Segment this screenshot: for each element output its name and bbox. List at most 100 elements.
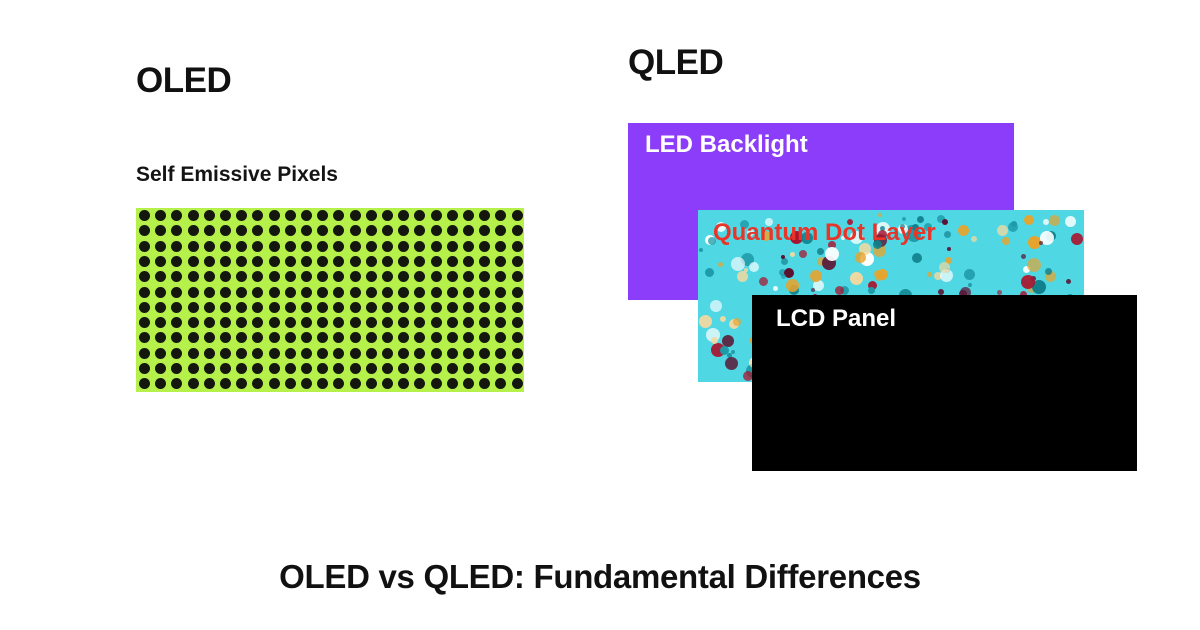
quantum-dot-particle — [710, 300, 722, 312]
oled-pixel — [139, 332, 150, 343]
oled-pixel — [220, 256, 231, 267]
oled-pixel — [236, 225, 247, 236]
quantum-dot-particle — [1021, 275, 1035, 289]
quantum-dot-particle — [765, 218, 773, 226]
quantum-dot-particle — [945, 257, 952, 264]
quantum-dot-particle — [699, 315, 712, 328]
quantum-dot-particle — [847, 219, 853, 225]
oled-pixel — [269, 271, 280, 282]
oled-pixel — [414, 225, 425, 236]
oled-pixel — [463, 241, 474, 252]
quantum-dot-particle — [1002, 237, 1010, 245]
oled-pixel — [188, 241, 199, 252]
quantum-dot-particle — [947, 247, 951, 251]
quantum-dot-particle — [835, 286, 844, 295]
oled-pixel — [398, 317, 409, 328]
oled-pixel — [204, 332, 215, 343]
oled-pixel-grid — [136, 208, 524, 392]
quantum-dot-particle — [813, 280, 824, 291]
oled-pixel — [431, 271, 442, 282]
oled-pixel — [463, 225, 474, 236]
oled-pixel — [188, 256, 199, 267]
oled-pixel — [382, 241, 393, 252]
quantum-dot-particle — [743, 371, 753, 381]
oled-pixel — [236, 378, 247, 389]
quantum-dot-particle — [1045, 271, 1056, 282]
oled-pixel — [382, 210, 393, 221]
quantum-dot-particle — [731, 350, 735, 354]
oled-pixel — [333, 302, 344, 313]
oled-pixel — [495, 271, 506, 282]
quantum-dot-particle — [784, 268, 794, 278]
oled-pixel — [512, 241, 523, 252]
quantum-dot-particle — [938, 289, 944, 295]
quantum-dot-particle — [912, 224, 919, 231]
quantum-dot-particle — [960, 287, 971, 298]
oled-pixel — [414, 241, 425, 252]
oled-pixel — [479, 363, 490, 374]
oled-pixel — [236, 271, 247, 282]
oled-pixel — [171, 287, 182, 298]
oled-pixel — [350, 210, 361, 221]
oled-pixel — [495, 302, 506, 313]
oled-pixel — [204, 256, 215, 267]
quantum-dot-particle — [902, 217, 906, 221]
oled-pixel — [479, 256, 490, 267]
quantum-dot-particle — [708, 237, 716, 245]
quantum-dot-particle — [759, 277, 768, 286]
oled-pixel — [236, 210, 247, 221]
page-title: OLED vs QLED: Fundamental Differences — [279, 558, 921, 595]
quantum-dot-particle — [855, 252, 866, 263]
oled-pixel — [382, 348, 393, 359]
quantum-dot-particle — [1023, 266, 1030, 273]
oled-pixel — [495, 287, 506, 298]
oled-pixel — [382, 363, 393, 374]
oled-pixel — [366, 317, 377, 328]
quantum-dot-particle — [958, 225, 969, 236]
oled-pixel — [495, 348, 506, 359]
oled-pixel — [285, 378, 296, 389]
oled-pixel — [479, 287, 490, 298]
oled-pixel — [155, 302, 166, 313]
led-backlight-label: LED Backlight — [645, 131, 808, 158]
oled-pixel — [398, 302, 409, 313]
oled-pixel — [479, 378, 490, 389]
quantum-dot-particle — [799, 250, 807, 258]
oled-pixel — [431, 317, 442, 328]
oled-pixel — [220, 287, 231, 298]
oled-pixel — [350, 271, 361, 282]
oled-pixel — [171, 241, 182, 252]
oled-pixel — [512, 348, 523, 359]
oled-pixel — [382, 378, 393, 389]
oled-pixel — [252, 210, 263, 221]
quantum-dot-particle — [737, 271, 748, 282]
oled-pixel — [463, 363, 474, 374]
oled-pixel — [171, 317, 182, 328]
oled-pixel — [512, 363, 523, 374]
oled-pixel — [285, 225, 296, 236]
quantum-dot-particle — [1066, 279, 1071, 284]
oled-pixel — [252, 302, 263, 313]
quantum-dot-particle — [968, 283, 972, 287]
oled-pixel — [301, 302, 312, 313]
oled-pixel — [285, 271, 296, 282]
oled-pixel — [447, 317, 458, 328]
quantum-dot-particle — [874, 270, 882, 278]
oled-pixel — [317, 241, 328, 252]
oled-pixel — [269, 332, 280, 343]
oled-pixel — [139, 287, 150, 298]
oled-pixel — [366, 241, 377, 252]
oled-pixel — [204, 317, 215, 328]
quantum-dot-particle — [711, 337, 718, 344]
oled-pixel — [155, 378, 166, 389]
oled-pixel — [317, 317, 328, 328]
oled-pixel — [431, 256, 442, 267]
oled-pixel — [479, 317, 490, 328]
quantum-dot-particle — [873, 240, 882, 249]
oled-pixel — [139, 348, 150, 359]
quantum-dot-particle — [705, 268, 714, 277]
oled-pixel — [333, 225, 344, 236]
oled-pixel — [317, 225, 328, 236]
quantum-dot-particle — [773, 286, 778, 291]
